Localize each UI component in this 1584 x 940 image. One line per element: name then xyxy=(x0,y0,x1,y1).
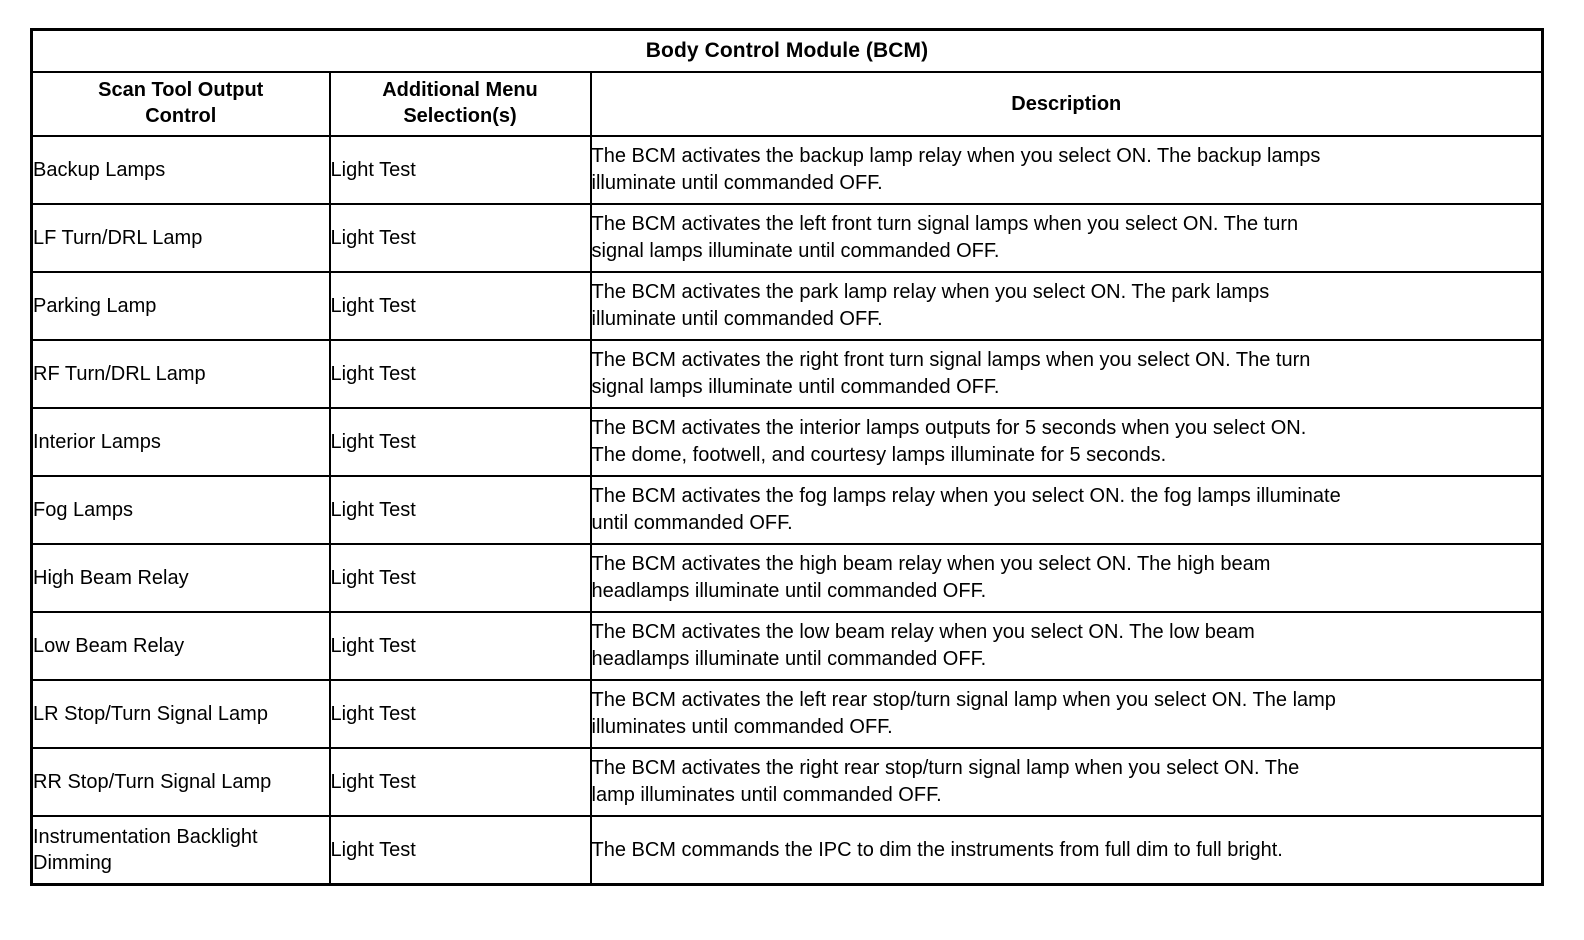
cell-description: The BCM activates the backup lamp relay … xyxy=(589,135,1544,205)
description-line-1: The BCM activates the right rear stop/tu… xyxy=(591,757,1300,780)
control-line-1: Instrumentation Backlight xyxy=(33,826,258,848)
cell-description: The BCM activates the right rear stop/tu… xyxy=(589,747,1544,817)
table-row: RF Turn/DRL Lamp Light Test The BCM acti… xyxy=(30,339,1544,409)
description-line-2: headlamps illuminate until commanded OFF… xyxy=(591,648,987,670)
cell-description: The BCM activates the interior lamps out… xyxy=(589,407,1544,477)
cell-scan-tool-output-control: LR Stop/Turn Signal Lamp xyxy=(30,679,331,749)
cell-scan-tool-output-control: Backup Lamps xyxy=(30,135,331,205)
table-row: Parking Lamp Light Test The BCM activate… xyxy=(30,271,1544,341)
column-header-scan-tool-output-control: Scan Tool Output Control xyxy=(30,71,331,137)
control-line-2: Lamp xyxy=(217,703,268,725)
cell-scan-tool-output-control: Low Beam Relay xyxy=(30,611,331,681)
column-header-additional-menu-selections: Additional Menu Selection(s) xyxy=(328,71,592,137)
table-row: Backup Lamps Light Test The BCM activate… xyxy=(30,135,1544,205)
cell-scan-tool-output-control: Instrumentation Backlight Dimming xyxy=(30,815,331,886)
column-header-line-2: Selection(s) xyxy=(403,105,517,127)
cell-description: The BCM activates the right front turn s… xyxy=(589,339,1544,409)
description-line-2: illuminates until commanded OFF. xyxy=(591,716,893,738)
cell-additional-menu-selection: Light Test xyxy=(328,747,592,817)
description-line-2: The dome, footwell, and courtesy lamps i… xyxy=(591,444,1167,466)
table-row: LF Turn/DRL Lamp Light Test The BCM acti… xyxy=(30,203,1544,273)
cell-description: The BCM activates the left rear stop/tur… xyxy=(589,679,1544,749)
description-line-1: The BCM activates the park lamp relay wh… xyxy=(591,281,1270,304)
control-line-2: Lamp xyxy=(221,771,272,793)
cell-additional-menu-selection: Light Test xyxy=(328,271,592,341)
cell-scan-tool-output-control: RR Stop/Turn Signal Lamp xyxy=(30,747,331,817)
table-row: Interior Lamps Light Test The BCM activa… xyxy=(30,407,1544,477)
table-head: Body Control Module (BCM) Scan Tool Outp… xyxy=(30,28,1544,137)
description-line-2: illuminate until commanded OFF. xyxy=(591,308,883,330)
cell-scan-tool-output-control: High Beam Relay xyxy=(30,543,331,613)
column-header-line-2: Control xyxy=(145,105,217,127)
cell-scan-tool-output-control: Interior Lamps xyxy=(30,407,331,477)
control-line-1: LR Stop/Turn Signal xyxy=(33,703,213,725)
cell-scan-tool-output-control: Fog Lamps xyxy=(30,475,331,545)
description-line-1: The BCM activates the interior lamps out… xyxy=(591,417,1307,440)
description-line-1: The BCM activates the backup lamp relay … xyxy=(591,145,1321,168)
cell-additional-menu-selection: Light Test xyxy=(328,815,592,886)
description-line-2: lamp illuminates until commanded OFF. xyxy=(591,784,942,806)
description-line-1: The BCM commands the IPC to dim the inst… xyxy=(591,838,1283,861)
control-line-2: Dimming xyxy=(33,852,112,874)
table-title-row: Body Control Module (BCM) xyxy=(30,28,1544,73)
table-title: Body Control Module (BCM) xyxy=(30,28,1544,73)
cell-additional-menu-selection: Light Test xyxy=(328,679,592,749)
table-header-row: Scan Tool Output Control Additional Menu… xyxy=(30,71,1544,137)
table-row: Low Beam Relay Light Test The BCM activa… xyxy=(30,611,1544,681)
table-row: High Beam Relay Light Test The BCM activ… xyxy=(30,543,1544,613)
description-line-1: The BCM activates the right front turn s… xyxy=(591,349,1311,372)
bcm-output-control-table: Body Control Module (BCM) Scan Tool Outp… xyxy=(30,28,1545,886)
description-line-1: The BCM activates the left front turn si… xyxy=(591,213,1299,236)
cell-description: The BCM commands the IPC to dim the inst… xyxy=(589,815,1544,886)
description-line-2: headlamps illuminate until commanded OFF… xyxy=(591,580,987,602)
table-row: Fog Lamps Light Test The BCM activates t… xyxy=(30,475,1544,545)
cell-description: The BCM activates the park lamp relay wh… xyxy=(589,271,1544,341)
cell-description: The BCM activates the low beam relay whe… xyxy=(589,611,1544,681)
cell-scan-tool-output-control: Parking Lamp xyxy=(30,271,331,341)
cell-additional-menu-selection: Light Test xyxy=(328,611,592,681)
cell-additional-menu-selection: Light Test xyxy=(328,203,592,273)
control-line-1: RR Stop/Turn Signal xyxy=(33,771,216,793)
table-row: LR Stop/Turn Signal Lamp Light Test The … xyxy=(30,679,1544,749)
cell-scan-tool-output-control: RF Turn/DRL Lamp xyxy=(30,339,331,409)
description-line-1: The BCM activates the low beam relay whe… xyxy=(591,621,1255,644)
description-line-2: signal lamps illuminate until commanded … xyxy=(591,376,1000,398)
cell-additional-menu-selection: Light Test xyxy=(328,407,592,477)
cell-additional-menu-selection: Light Test xyxy=(328,543,592,613)
cell-description: The BCM activates the high beam relay wh… xyxy=(589,543,1544,613)
table-body: Backup Lamps Light Test The BCM activate… xyxy=(30,135,1544,886)
description-line-2: illuminate until commanded OFF. xyxy=(591,172,883,194)
description-line-1: The BCM activates the left rear stop/tur… xyxy=(591,689,1336,712)
cell-description: The BCM activates the fog lamps relay wh… xyxy=(589,475,1544,545)
table-row: RR Stop/Turn Signal Lamp Light Test The … xyxy=(30,747,1544,817)
cell-additional-menu-selection: Light Test xyxy=(328,339,592,409)
description-line-1: The BCM activates the high beam relay wh… xyxy=(591,553,1271,576)
cell-description: The BCM activates the left front turn si… xyxy=(589,203,1544,273)
column-header-description: Description xyxy=(589,71,1544,137)
description-line-2: until commanded OFF. xyxy=(591,512,793,534)
table-row: Instrumentation Backlight Dimming Light … xyxy=(30,815,1544,886)
description-line-2: signal lamps illuminate until commanded … xyxy=(591,240,1000,262)
cell-additional-menu-selection: Light Test xyxy=(328,135,592,205)
description-line-1: The BCM activates the fog lamps relay wh… xyxy=(591,485,1341,508)
cell-scan-tool-output-control: LF Turn/DRL Lamp xyxy=(30,203,331,273)
column-header-line-1: Scan Tool Output xyxy=(98,79,264,102)
column-header-line-1: Additional Menu xyxy=(382,79,538,102)
cell-additional-menu-selection: Light Test xyxy=(328,475,592,545)
